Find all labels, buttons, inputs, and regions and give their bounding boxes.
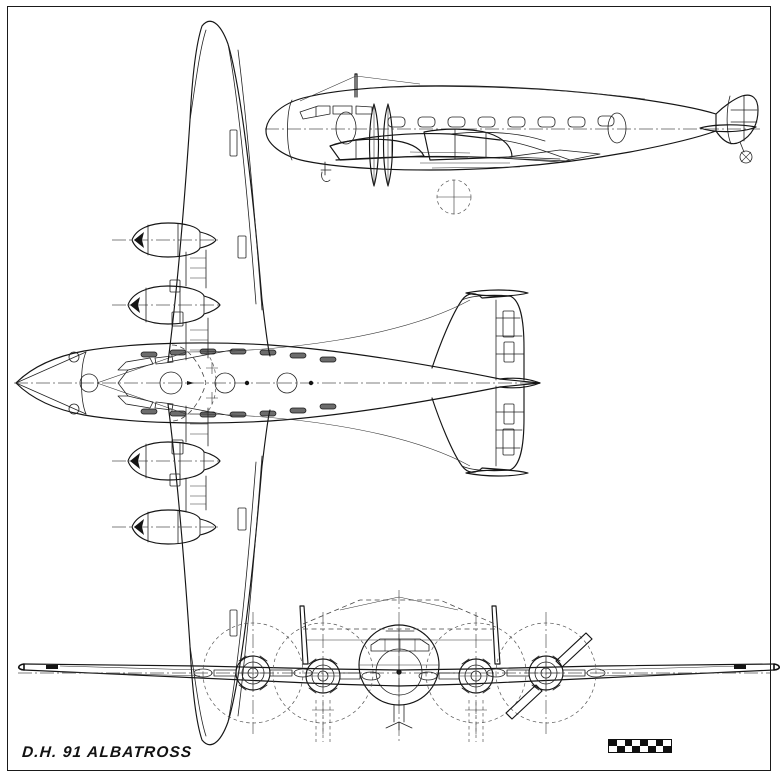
scale-bar-cell [632,740,640,746]
drawing-caption: D.H. 91 ALBATROSS [21,744,193,761]
scale-bar-cell [663,740,671,746]
scale-bar-cell [640,746,648,752]
scale-bar-cell [640,740,648,746]
scale-bar-cell [609,746,617,752]
scale-bar-cell [655,746,664,752]
scale-bar-cell [647,740,656,746]
scale-bar-cell [647,746,656,752]
scale-bar-cell [624,746,633,752]
scale-bar-cell [632,746,640,752]
scale-bar-cell [609,740,617,746]
scale-bar [608,739,672,753]
scale-bar-cell [616,746,625,752]
scale-bar-cell [616,740,625,746]
scale-bar-cell [655,740,664,746]
sheet-border-frame [7,6,771,771]
scale-bar-cell [663,746,671,752]
scale-bar-cell [624,740,633,746]
